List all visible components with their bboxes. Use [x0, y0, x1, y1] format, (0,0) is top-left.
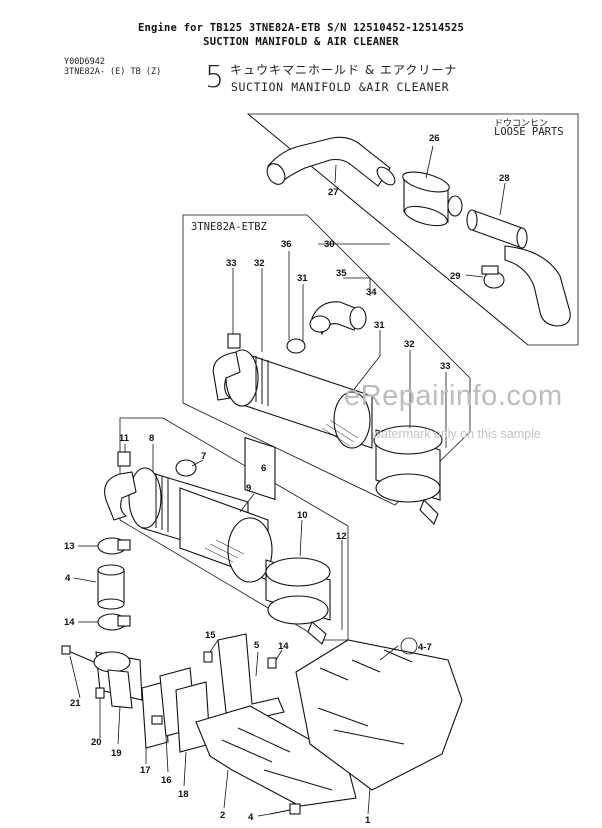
callout-18: 17	[140, 765, 151, 776]
callout-14-bottom: 14	[64, 617, 75, 628]
gasket-8	[175, 459, 197, 477]
callout-4-7: 4-7	[418, 642, 432, 653]
callout-17: 16	[161, 775, 172, 786]
callout-27: 30	[324, 239, 335, 250]
watermark-brand: eRepairinfo.com	[344, 380, 563, 412]
cover-11	[265, 557, 331, 645]
bolt-22	[61, 645, 95, 663]
callout-28: 34	[366, 287, 377, 298]
callout-8: 7	[201, 451, 206, 462]
callout-32: 32	[404, 339, 415, 350]
clamp-36	[286, 338, 306, 354]
loose-parts-label-english: LOOSE PARTS	[494, 126, 564, 138]
bolt-21	[95, 687, 105, 699]
callout-21: 20	[91, 737, 102, 748]
callout-33: 33	[440, 361, 451, 372]
leader-lines	[69, 145, 506, 817]
bolt-15	[267, 657, 277, 669]
callout-30: 32	[254, 258, 265, 269]
loose-parts-label-japanese: ドウコンヒン	[494, 119, 549, 129]
header-title-line2: SUCTION MANIFOLD & AIR CLEANER	[203, 36, 399, 48]
element-32-33	[373, 425, 443, 525]
callout-5: 4	[65, 573, 71, 584]
callout-34: 33	[226, 258, 237, 269]
callout-23: 26	[429, 133, 440, 144]
callout-31: 31	[374, 320, 385, 331]
inlet-elbow-main	[104, 451, 137, 521]
hose-25	[466, 209, 528, 249]
callout-10: 9	[246, 483, 251, 494]
callout-11: 10	[297, 510, 308, 521]
callout-24: 27	[328, 187, 339, 198]
pre-cleaner-23	[402, 171, 463, 227]
cylinder-head-1	[295, 639, 463, 791]
inlet-elbow-34	[212, 333, 241, 401]
variant-box-label: 3TNE82A-ETBZ	[191, 221, 267, 233]
document-id: Y00D6942	[64, 57, 105, 67]
callout-29: 31	[297, 273, 308, 284]
section-title-japanese: キュウキマニホールド & エアクリーナ	[230, 63, 458, 77]
long-pipe	[504, 245, 571, 327]
clamp-14b	[97, 613, 131, 631]
callout-4: 4	[248, 812, 254, 823]
elbow-flange-20	[93, 651, 143, 709]
callout-1: 1	[365, 815, 371, 826]
gasket-18	[141, 681, 169, 749]
callout-9: 8	[149, 433, 154, 444]
callout-2: 2	[220, 810, 225, 821]
model-code: 3TNE82A- (E) TB (Z)	[64, 67, 162, 77]
watermark-note: watermark only on this sample	[372, 427, 541, 441]
clamp-band-30	[244, 436, 276, 501]
section-title-english: SUCTION MANIFOLD &AIR CLEANER	[231, 80, 450, 94]
callout-16: 15	[205, 630, 216, 641]
clamp-14a	[97, 537, 131, 555]
callout-25: 28	[499, 173, 510, 184]
callout-35: 35	[336, 268, 347, 279]
callout-6: 5	[254, 640, 260, 651]
bolt-16	[203, 651, 213, 663]
manifold-2	[195, 705, 357, 807]
callout-14-top: 13	[64, 541, 75, 552]
hose-5	[97, 564, 125, 610]
callout-26: 29	[450, 271, 461, 282]
section-number: 5	[205, 60, 225, 95]
variant-panel	[182, 214, 471, 506]
reference-circle	[400, 637, 418, 655]
callout-7: 6	[261, 463, 266, 474]
callout-numbers: 26 27 28 29 36 30 33 32 35 31 34 31 32 3…	[64, 133, 510, 826]
callout-19: 18	[178, 789, 189, 800]
hose-clamp-26	[481, 265, 505, 289]
callout-22: 21	[70, 698, 81, 709]
callout-20: 19	[111, 748, 122, 759]
hose-elbow-24	[266, 136, 396, 187]
connector-elbow-29	[309, 301, 367, 336]
callout-13: 11	[119, 433, 130, 444]
header-title-line1: Engine for TB125 3TNE82A-ETB S/N 1251045…	[137, 22, 465, 34]
callout-15: 14	[278, 641, 289, 652]
callout-12: 12	[336, 531, 347, 542]
callout-36: 36	[281, 239, 292, 250]
bolt-4	[269, 803, 301, 815]
